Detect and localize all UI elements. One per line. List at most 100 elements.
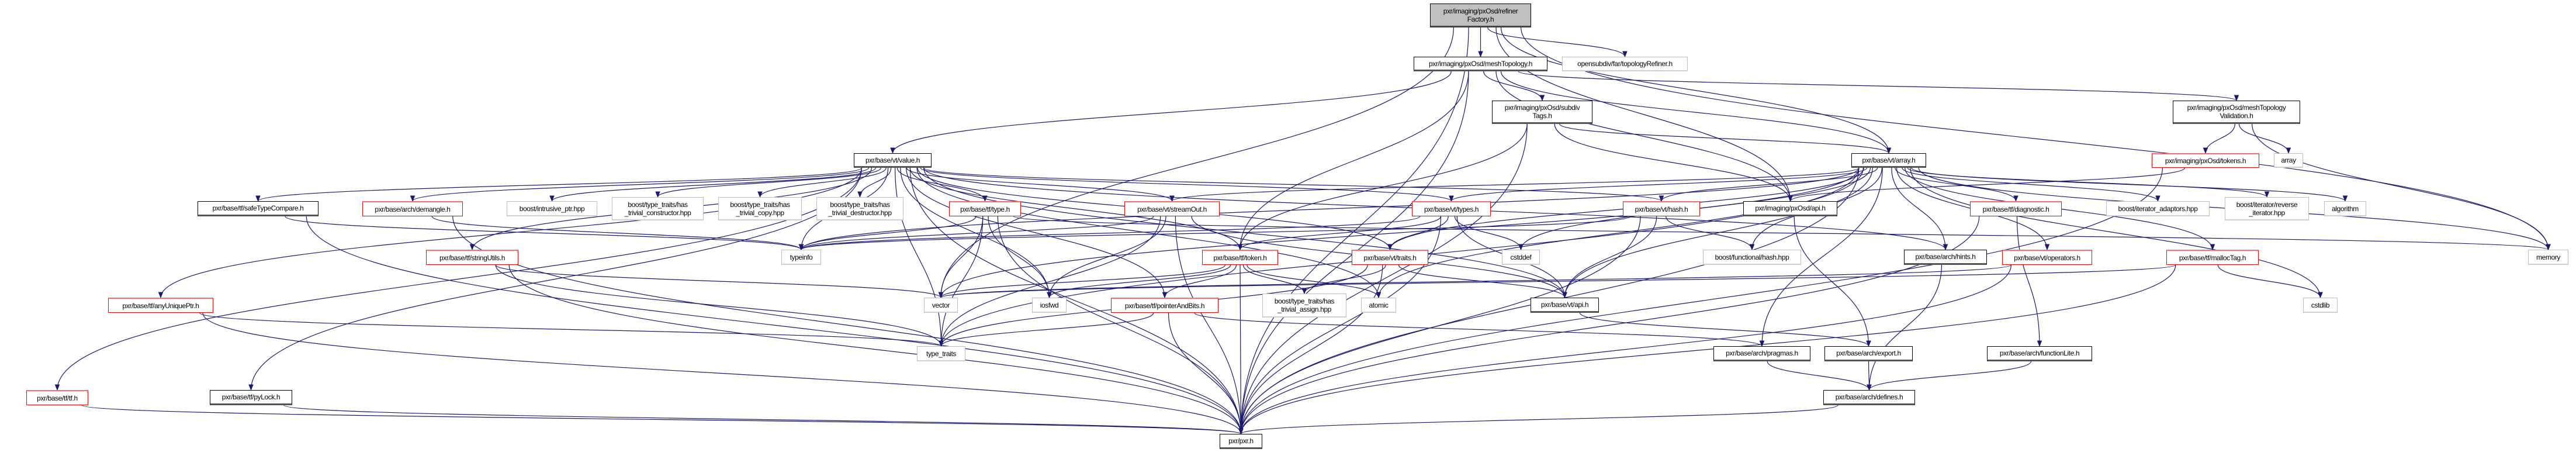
node-diagnostic[interactable]: pxr/base/tf/diagnostic.h (1970, 201, 2062, 216)
node-intrusive-ptr: boost/intrusive_ptr.hpp (507, 201, 597, 216)
node-string-utils[interactable]: pxr/base/tf/stringUtils.h (426, 250, 518, 265)
edge-subdivTags-to-array (1559, 123, 1892, 154)
edge-hash-to-typeinfo (799, 216, 1631, 251)
node-malloc-tag[interactable]: pxr/base/tf/mallocTag.h (2166, 250, 2259, 265)
edge-array-to-reverseIterator (1907, 167, 2270, 198)
edge-token-to-pxr (1238, 264, 1244, 435)
edge-defines-to-pxr (1238, 405, 1838, 435)
edge-hints-to-defines (1867, 264, 1943, 391)
edge-meshTopology-to-pxOsdApi (1495, 71, 1793, 202)
node-typeinfo: typeinfo (781, 250, 821, 265)
node-pointer-and-bits[interactable]: pxr/base/tf/pointerAndBits.h (1111, 298, 1218, 313)
edge-types-to-token (1237, 216, 1442, 251)
edge-value-to-anyUniquePtr (158, 167, 862, 299)
node-vector: vector (924, 298, 958, 313)
edge-array-to-vtApi (1562, 167, 1873, 299)
edge-value-to-streamOut (906, 167, 1175, 202)
edge-types-to-cstddef (1454, 216, 1524, 251)
node-subdiv-tags[interactable]: pxr/imaging/pxOsd/subdiv Tags.h (1492, 101, 1592, 124)
node-array[interactable]: pxr/base/vt/array.h (1851, 153, 1926, 168)
node-types[interactable]: pxr/base/vt/types.h (1412, 201, 1491, 216)
edge-value-to-pointerAndBits (906, 167, 1168, 299)
edge-token-to-atomic (1247, 264, 1382, 299)
edge-array-to-types (1449, 167, 1868, 202)
node-stream-out[interactable]: pxr/base/vt/streamOut.h (1124, 201, 1220, 216)
node-refiner-factory[interactable]: pxr/imaging/pxOsd/refiner Factory.h (1430, 4, 1531, 27)
edge-value-to-types (920, 167, 1454, 202)
node-iosfwd: iosfwd (1032, 298, 1067, 313)
node-type[interactable]: pxr/base/tf/type.h (949, 201, 1021, 216)
node-functional-hash: boost/functional/hash.hpp (1703, 250, 1801, 265)
edge-token-to-vector (938, 264, 1225, 299)
node-tf[interactable]: pxr/base/tf/tf.h (26, 390, 88, 405)
node-token[interactable]: pxr/base/tf/token.h (1202, 250, 1278, 265)
edge-hash-to-functionalHash (1666, 216, 1755, 251)
node-export[interactable]: pxr/base/arch/export.h (1824, 346, 1913, 361)
node-has-trivial-destructor: boost/type_traits/has _trivial_destructo… (816, 197, 903, 220)
edge-meshTopology-to-token (1237, 71, 1469, 251)
node-tokens[interactable]: pxr/imaging/pxOsd/tokens.h (2152, 153, 2259, 168)
node-safe-type-compare[interactable]: pxr/base/tf/safeTypeCompare.h (198, 201, 318, 216)
edge-array-to-algorithm (1911, 167, 2348, 202)
node-vt-api[interactable]: pxr/base/vt/api.h (1531, 298, 1599, 313)
edge-array-to-hints (1891, 167, 1948, 251)
node-any-unique-ptr[interactable]: pxr/base/tf/anyUniquePtr.h (108, 298, 213, 313)
node-demangle[interactable]: pxr/base/arch/demangle.h (362, 201, 463, 216)
edge-pointerAndBits-to-typeTraits (939, 312, 1154, 347)
edge-stringUtils-to-pxr (508, 264, 1244, 435)
node-pragmas[interactable]: pxr/base/arch/pragmas.h (1713, 346, 1810, 361)
node-mesh-topology-validation[interactable]: pxr/imaging/pxOsd/meshTopology Validatio… (2173, 101, 2300, 124)
edge-tokens-to-pxOsdApi (1788, 167, 2186, 202)
edge-streamOut-to-typeTraits (939, 216, 1161, 347)
edge-operators-to-pxr (1238, 264, 2011, 435)
edge-mallocTag-to-vector (939, 264, 2176, 299)
edge-value-to-safeTypeCompare (255, 167, 862, 202)
node-operators[interactable]: pxr/base/vt/operators.h (2002, 250, 2092, 265)
edge-anyUniquePtr-to-typeTraits (199, 312, 944, 347)
edge-value-to-typeTraits (895, 167, 944, 347)
edge-array-to-diagnostic (1895, 167, 2018, 202)
edge-safeTypeCompare-to-pxr (306, 216, 1244, 435)
edge-refinerFactory-to-array (1500, 27, 1892, 154)
edge-hash-to-vtApi (1562, 216, 1657, 299)
edge-stringUtils-to-typeTraits (495, 264, 944, 347)
node-value[interactable]: pxr/base/vt/value.h (854, 153, 932, 168)
edge-tf-to-pxr (81, 405, 1244, 435)
node-function-lite[interactable]: pxr/base/arch/functionLite.h (1987, 346, 2092, 361)
node-traits[interactable]: pxr/base/vt/traits.h (1352, 250, 1428, 265)
edge-demangle-to-pxr (452, 216, 1244, 435)
edge-types-to-traits (1387, 216, 1449, 251)
node-hash[interactable]: pxr/base/vt/hash.h (1623, 201, 1700, 216)
edge-mallocTag-to-cstdlib (2217, 264, 2323, 299)
node-array-std: array (2274, 153, 2303, 168)
edge-value-to-intrusivePtr (549, 167, 876, 202)
node-py-lock[interactable]: pxr/base/tf/pyLock.h (210, 390, 292, 405)
edge-meshTopology-to-array (1500, 71, 1892, 154)
edge-refinerFactory-to-vector (938, 27, 1454, 299)
edge-vtApi-to-export (1579, 312, 1871, 347)
edge-operators-to-vector (939, 264, 2011, 299)
node-iterator-adaptors: boost/iterator_adaptors.hpp (2106, 201, 2210, 216)
edge-types-to-typeinfo (799, 216, 1421, 251)
edge-token-to-iosfwd (1047, 264, 1231, 299)
edge-meshTopology-to-value (890, 71, 1452, 154)
node-reverse-iterator: boost/iterator/reverse _iterator.hpp (2225, 197, 2309, 220)
edge-streamOut-to-typeinfo (798, 216, 1154, 251)
edge-meshTopologyValidation-to-memory (2252, 123, 2551, 251)
node-defines[interactable]: pxr/base/arch/defines.h (1823, 390, 1915, 405)
edge-mallocTag-to-pxr (1238, 264, 2176, 435)
edge-pragmas-to-defines (1767, 361, 1872, 391)
node-pxr[interactable]: pxr/pxr.h (1220, 434, 1262, 449)
node-mesh-topology[interactable]: pxr/imaging/pxOsd/meshTopology.h (1414, 57, 1547, 71)
node-hints[interactable]: pxr/base/arch/hints.h (1904, 250, 1987, 265)
node-has-trivial-constructor: boost/type_traits/has _trivial_construct… (612, 197, 704, 220)
edge-traits-to-pxr (1238, 264, 1383, 435)
node-cstdlib: cstdlib (2303, 298, 2338, 313)
edge-value-to-hash (923, 167, 1664, 202)
edge-tokens-to-pxr (1238, 167, 2163, 435)
node-px-osd-api[interactable]: pxr/imaging/pxOsd/api.h (1743, 201, 1837, 216)
edge-value-to-tf (54, 167, 862, 391)
edge-refinerFactory-to-topologyRefiner (1487, 27, 1628, 58)
node-type-traits: type_traits (917, 346, 965, 361)
